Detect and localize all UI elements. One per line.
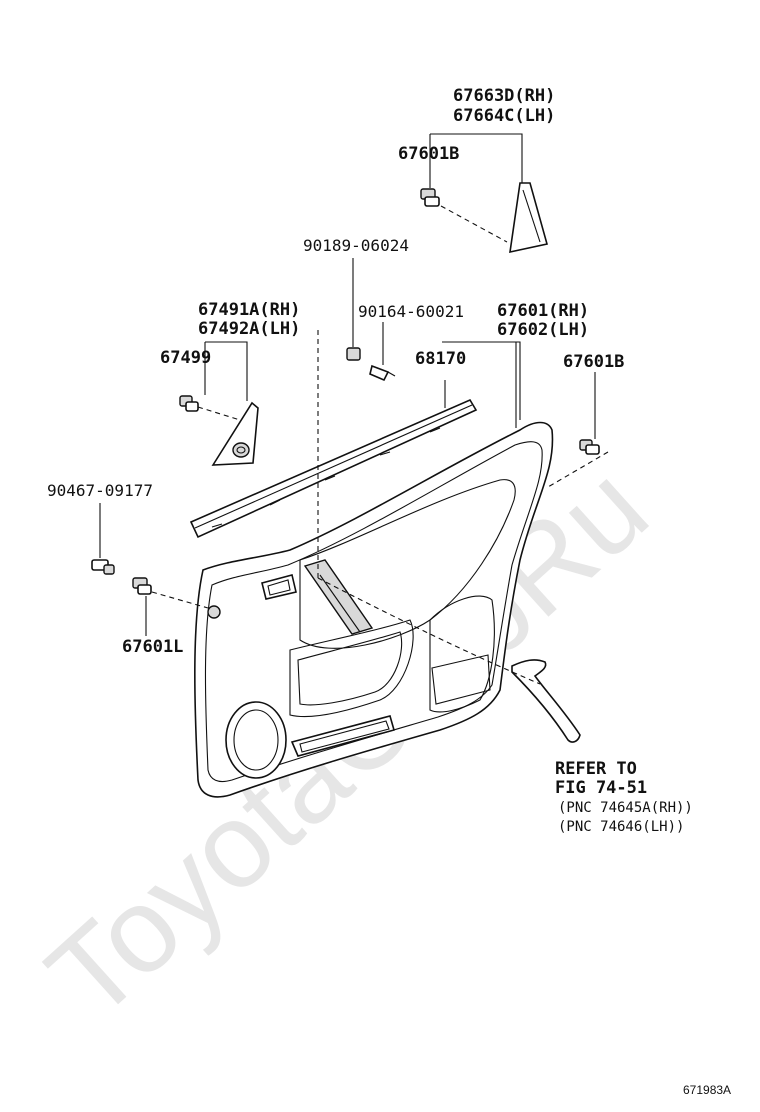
label-67601b-right: 67601B — [563, 352, 624, 372]
leader-67663d — [430, 133, 523, 183]
clip-67601b-right — [579, 439, 600, 455]
weatherstrip-68170 — [189, 398, 478, 539]
label-refer-pnc-rh: (PNC 74645A(RH)) — [558, 800, 693, 816]
label-90467: 90467-09177 — [47, 481, 153, 500]
diagram-id: 671983A — [683, 1083, 731, 1097]
label-67601b-top: 67601B — [398, 144, 459, 164]
label-68170: 68170 — [415, 349, 466, 369]
fastener-90189 — [346, 347, 361, 361]
clip-67601b-top — [420, 188, 440, 207]
screw-90164 — [369, 364, 396, 382]
label-67601: 67601(RH) — [497, 301, 589, 321]
inside-handle-bezel — [511, 659, 581, 743]
label-67664c: 67664C(LH) — [453, 106, 555, 126]
door-trim-board — [194, 421, 554, 798]
label-90164: 90164-60021 — [358, 302, 464, 321]
label-67602: 67602(LH) — [497, 320, 589, 340]
label-67492a: 67492A(LH) — [198, 319, 300, 339]
label-90189: 90189-06024 — [303, 236, 409, 255]
label-67601l: 67601L — [122, 637, 183, 657]
label-refer-pnc-lh: (PNC 74646(LH)) — [558, 819, 684, 835]
clip-67601l — [132, 577, 152, 595]
label-67499: 67499 — [160, 348, 211, 368]
mirror-cover-67491a — [211, 401, 259, 466]
label-refer-fig: FIG 74-51 — [555, 778, 647, 798]
label-67663d: 67663D(RH) — [453, 86, 555, 106]
label-refer-to: REFER TO — [555, 759, 637, 779]
label-67491a: 67491A(RH) — [198, 300, 300, 320]
garnish-triangle-top — [509, 182, 548, 254]
clip-67499 — [179, 395, 199, 412]
clip-90467 — [91, 559, 115, 575]
